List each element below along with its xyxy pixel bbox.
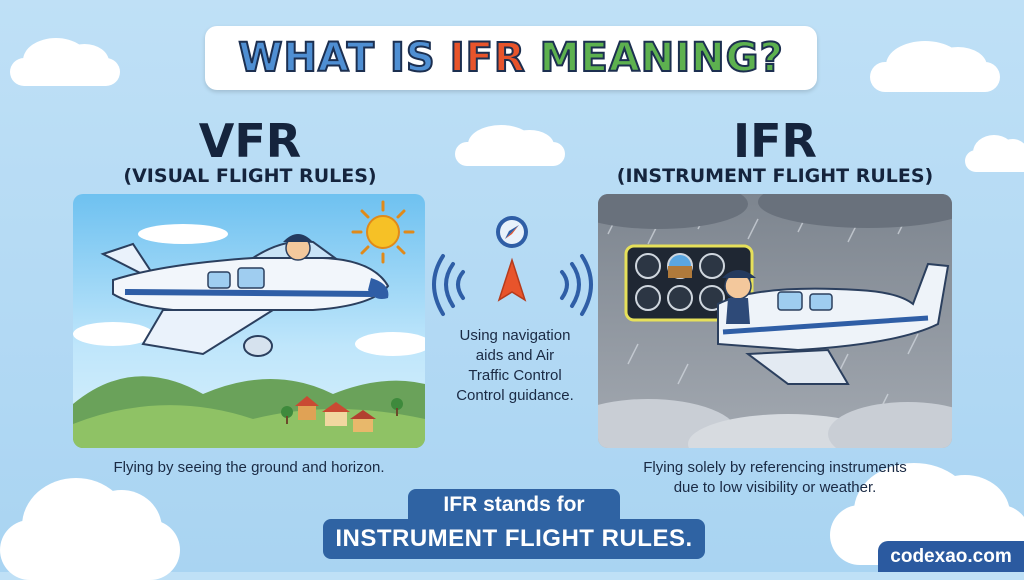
- middle-line-2: aids and Air: [475, 347, 555, 364]
- ifr-caption: Flying solely by referencing instruments…: [588, 458, 962, 498]
- vfr-illustration: [73, 194, 425, 448]
- middle-line-3: Traffic Control: [468, 367, 562, 384]
- cloud: [455, 125, 565, 166]
- middle-graphic: [432, 216, 593, 316]
- middle-line-4: Control guidance.: [456, 387, 574, 404]
- middle-line-1: Using navigation: [459, 327, 571, 344]
- vfr-subheading: (VISUAL FLIGHT RULES): [123, 165, 377, 187]
- middle-caption: Using navigation aids and Air Traffic Co…: [441, 326, 589, 406]
- cloud: [965, 134, 1024, 172]
- ifr-caption-line-2: due to low visibility or weather.: [673, 479, 877, 496]
- title-part-2: IFR: [449, 34, 526, 82]
- definition-banner: INSTRUMENT FLIGHT RULES. IFR stands for: [323, 489, 705, 559]
- cloud: [870, 41, 1000, 92]
- compass-icon: [496, 216, 528, 248]
- ifr-heading: IFR: [733, 114, 817, 168]
- radio-waves-icon: [432, 254, 593, 316]
- ifr-subheading: (INSTRUMENT FLIGHT RULES): [616, 165, 934, 187]
- definition-top: IFR stands for: [408, 489, 620, 521]
- cloud: [10, 38, 120, 86]
- page-title: WHAT IS IFR MEANING?: [205, 26, 817, 90]
- instrument-panel-icon: [624, 244, 754, 322]
- ifr-caption-line-1: Flying solely by referencing instruments: [643, 459, 907, 476]
- cloud: [0, 478, 180, 580]
- vfr-heading: VFR: [198, 114, 302, 168]
- title-part-1: WHAT IS: [237, 34, 436, 82]
- vfr-caption: Flying by seeing the ground and horizon.: [113, 459, 385, 476]
- sun-icon: [351, 200, 415, 264]
- navigation-arrow-icon: [497, 257, 527, 302]
- title-part-3: MEANING?: [539, 34, 784, 82]
- brand-link[interactable]: codexao.com: [878, 541, 1024, 572]
- definition-main: INSTRUMENT FLIGHT RULES.: [323, 519, 705, 559]
- ifr-illustration: [598, 194, 952, 448]
- cloud: [830, 463, 1024, 565]
